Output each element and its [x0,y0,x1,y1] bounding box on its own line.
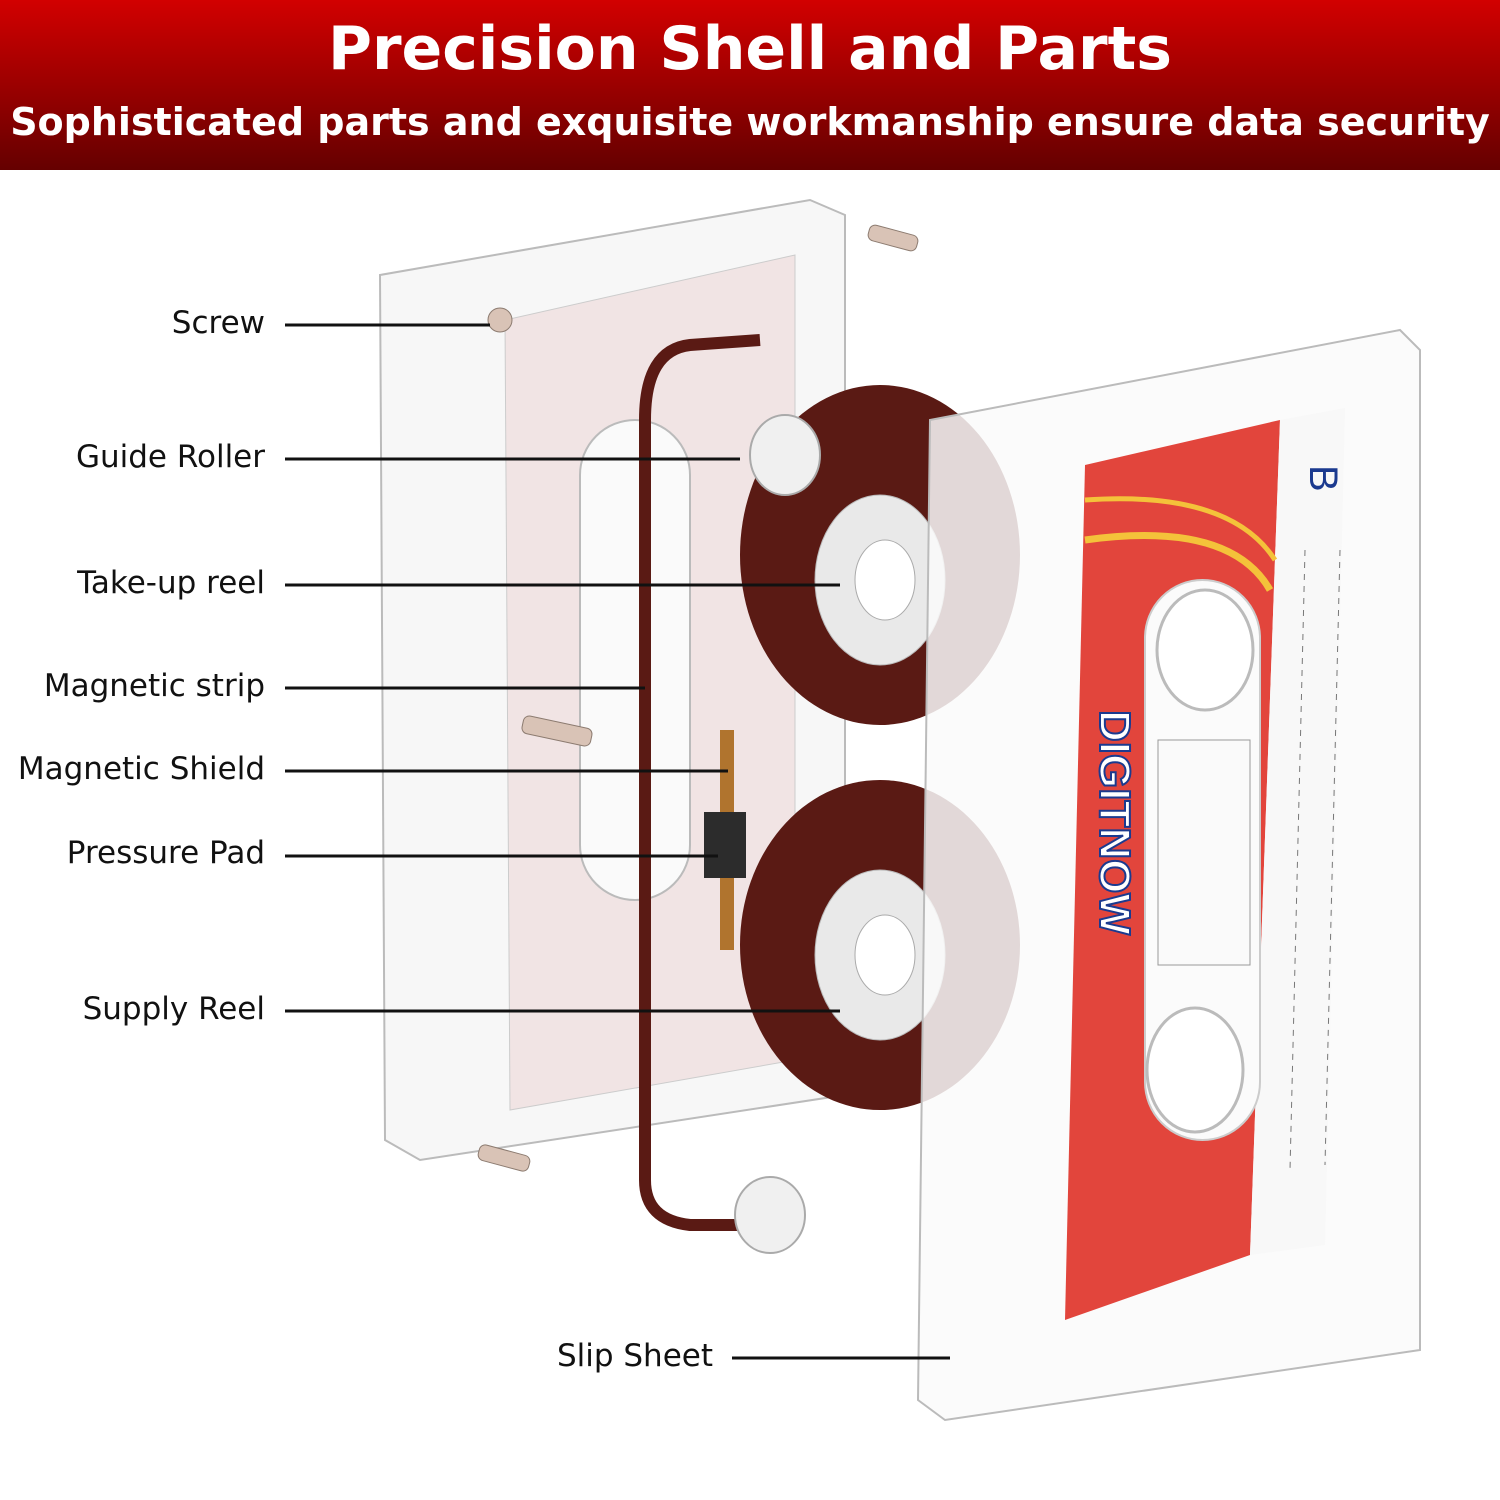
page-subtitle: Sophisticated parts and exquisite workma… [10,100,1490,144]
label-magnetic-strip: Magnetic strip [43,668,265,704]
label-guide-roller: Guide Roller [75,439,265,475]
label-take-up-reel: Take-up reel [77,565,265,601]
label-pressure-pad: Pressure Pad [66,835,265,871]
label-supply-reel: Supply Reel [82,991,265,1027]
label-screw: Screw [171,305,265,341]
header-banner: Precision Shell and Parts Sophisticated … [0,0,1500,170]
brand-logo: DIGITNOW [1090,710,1139,935]
guide-rollers [734,414,821,1254]
magnetic-tape [639,334,761,1231]
leader-lines [285,323,950,1360]
page-title: Precision Shell and Parts [327,14,1172,84]
pressure-pad [704,812,746,878]
front-shell: B DIGITNOW [916,328,1421,1422]
side-letter: B [1301,465,1345,492]
label-magnetic-shield: Magnetic Shield [17,751,265,787]
screws [477,224,919,1172]
label-slip-sheet: Slip Sheet [556,1338,713,1374]
